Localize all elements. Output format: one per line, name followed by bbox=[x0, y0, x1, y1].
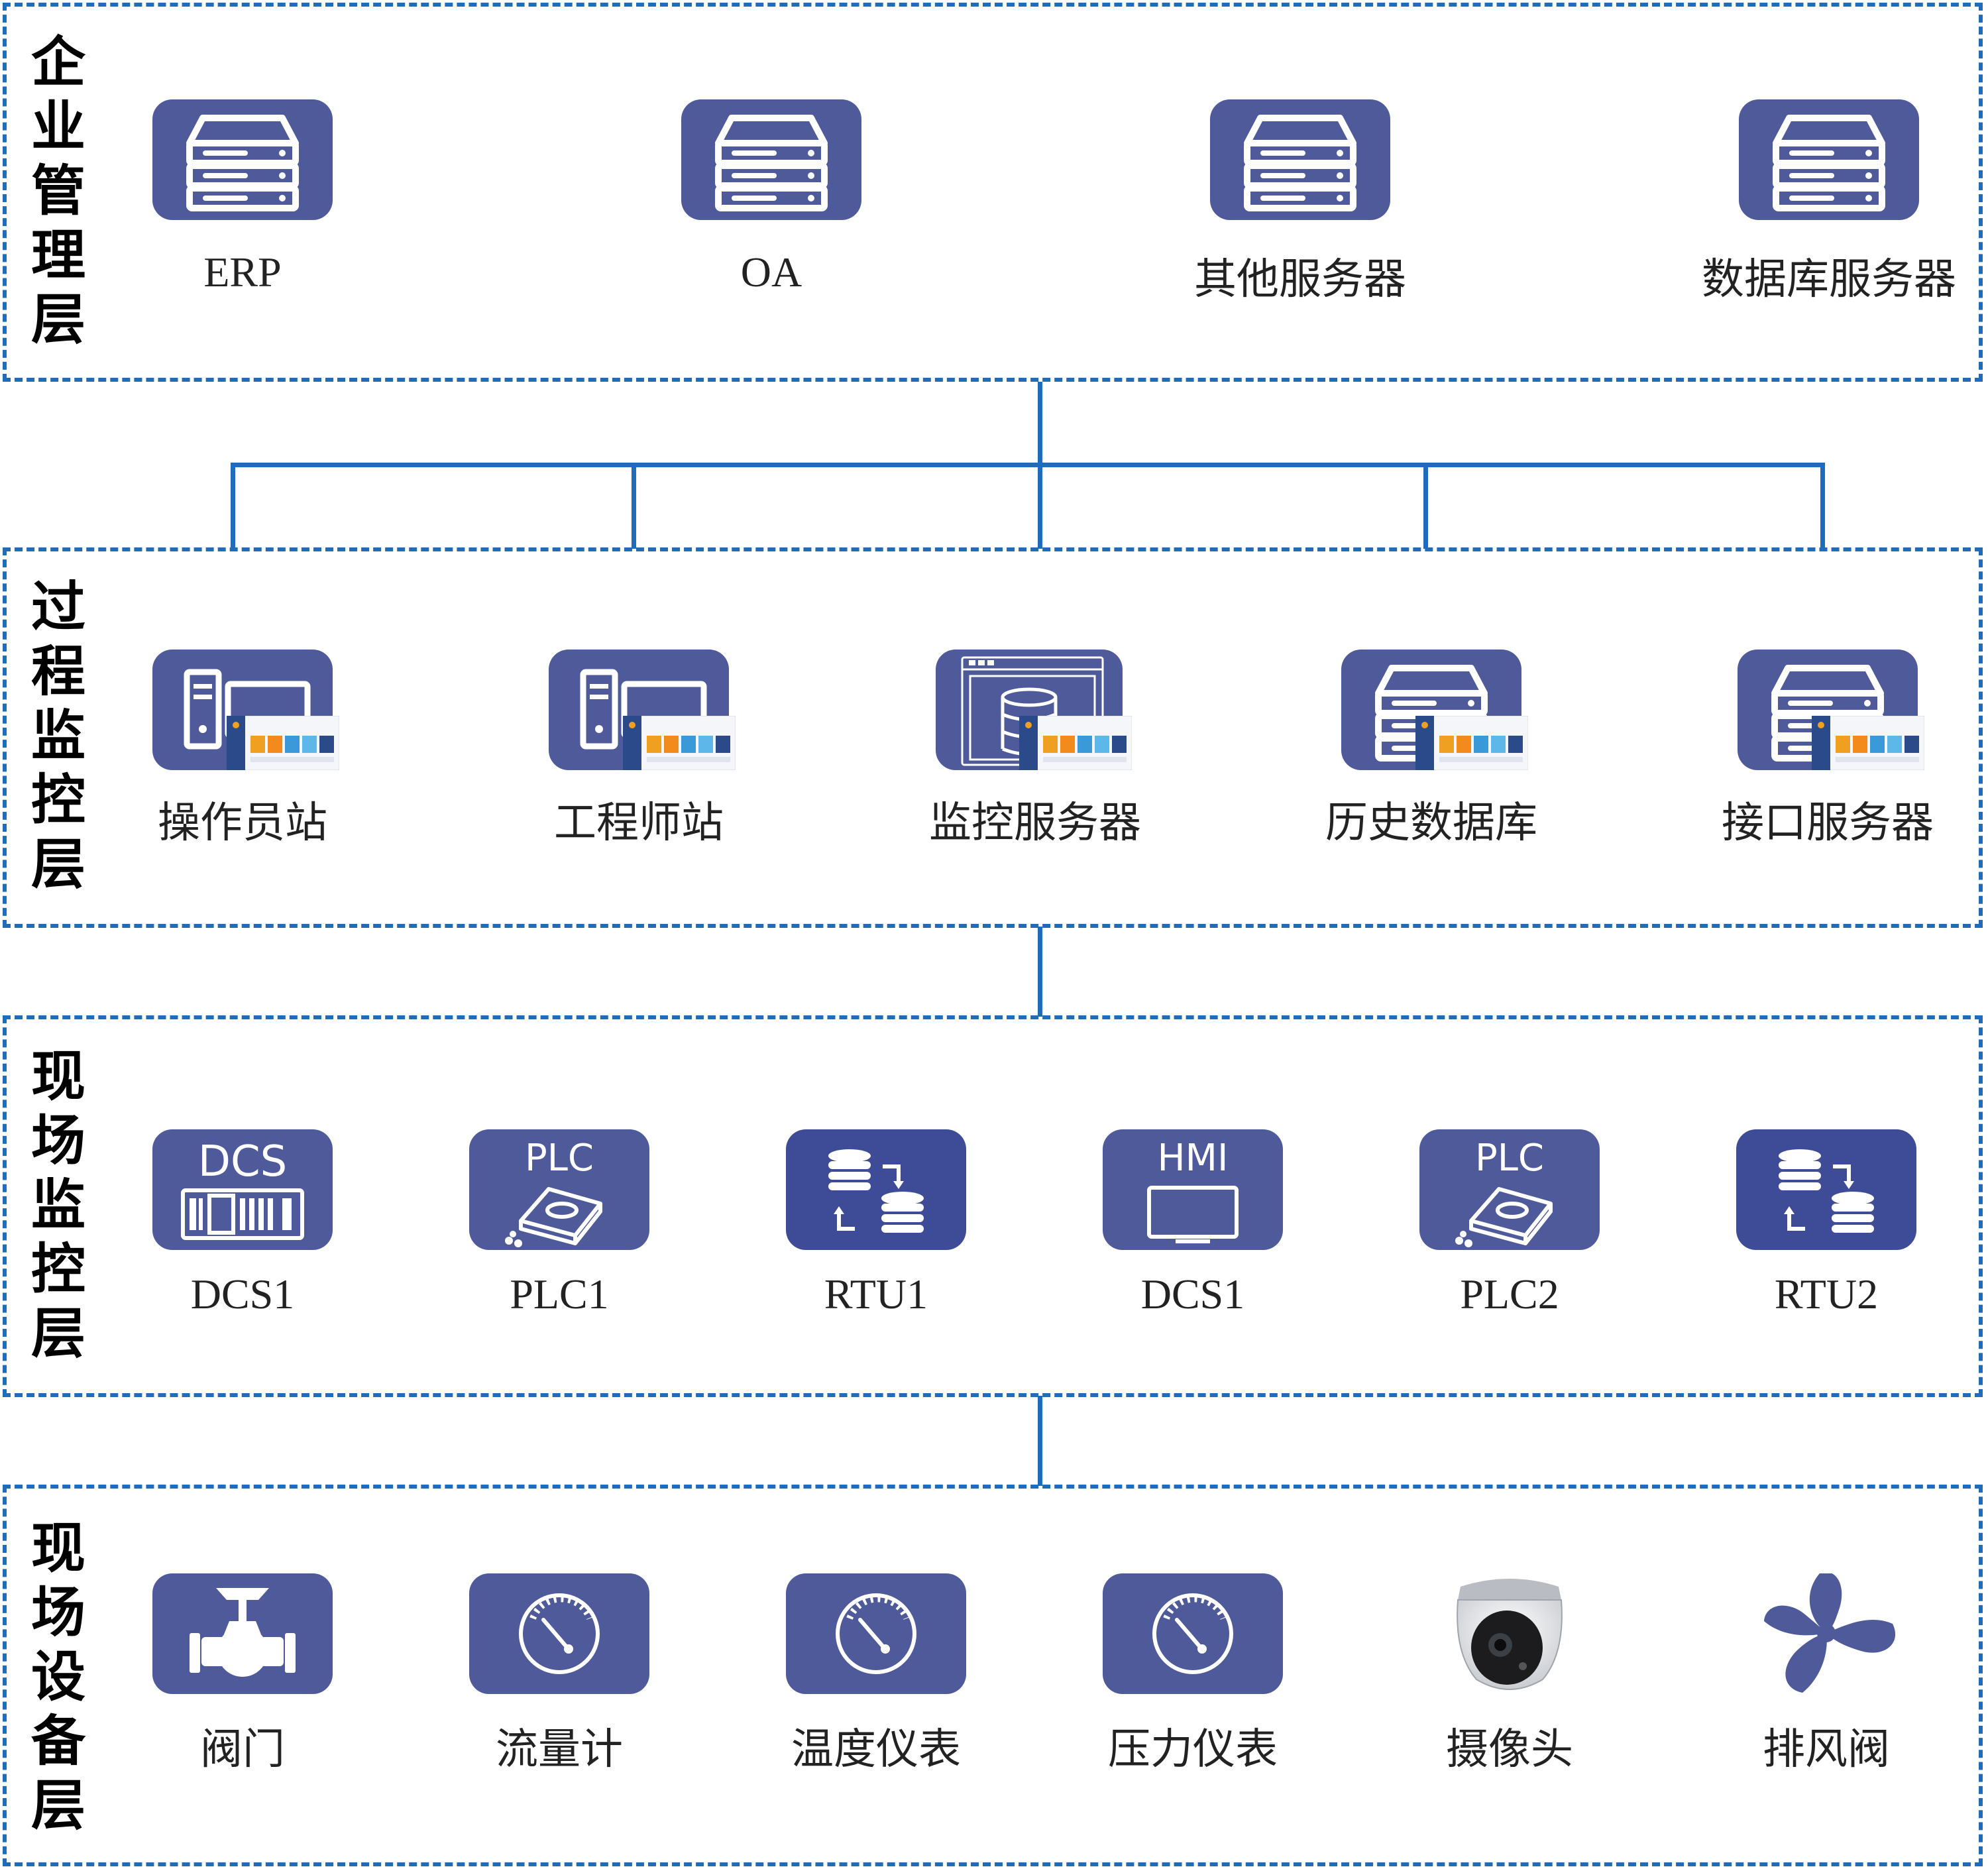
node-label: 历史数据库 bbox=[1325, 799, 1537, 848]
server-icon bbox=[1739, 99, 1919, 220]
connector-trunk bbox=[1038, 927, 1042, 1017]
connector-drop bbox=[231, 463, 235, 549]
dcs-icon: DCS bbox=[152, 1129, 333, 1250]
node-label: 数据库服务器 bbox=[1702, 255, 1956, 304]
connector-drop bbox=[632, 463, 636, 549]
enterprise-layer bbox=[3, 3, 1983, 382]
node-label: 摄像头 bbox=[1446, 1725, 1573, 1774]
title-char: 监 bbox=[30, 705, 85, 767]
plc-icon: PLC bbox=[469, 1129, 649, 1250]
node-label: 接口服务器 bbox=[1722, 799, 1934, 848]
title-char: 程 bbox=[30, 640, 85, 703]
node-label: 流量计 bbox=[496, 1725, 623, 1774]
field-monitor-layer bbox=[3, 1015, 1983, 1397]
title-char: 管 bbox=[30, 160, 85, 223]
process-layer bbox=[3, 547, 1983, 928]
gauge-icon bbox=[1103, 1573, 1283, 1694]
tile-text: HMI bbox=[1158, 1137, 1229, 1180]
node-label: RTU1 bbox=[824, 1271, 928, 1318]
tile-text: DCS bbox=[198, 1137, 288, 1186]
field-devices-layer-title: 现 场 设 备 层 bbox=[27, 1522, 90, 1833]
process-layer-title: 过 程 监 控 层 bbox=[27, 581, 90, 892]
title-char: 层 bbox=[30, 833, 85, 896]
node-label: 操作员站 bbox=[158, 799, 327, 848]
node-label: 工程师站 bbox=[554, 799, 724, 848]
title-char: 控 bbox=[30, 769, 85, 832]
node-label: ERP bbox=[203, 249, 282, 296]
dashboard-thumbnail-icon bbox=[1019, 715, 1132, 771]
fan-icon bbox=[1736, 1573, 1916, 1694]
node-label: PLC2 bbox=[1460, 1271, 1559, 1318]
field-monitor-layer-title: 现 场 监 控 层 bbox=[27, 1050, 90, 1361]
title-char: 理 bbox=[30, 224, 85, 287]
tile-text: PLC bbox=[1475, 1137, 1544, 1180]
node-label: 其他服务器 bbox=[1194, 255, 1406, 304]
dashboard-thumbnail-icon bbox=[1811, 715, 1925, 771]
node-label: DCS1 bbox=[190, 1271, 295, 1318]
gauge-icon bbox=[469, 1573, 649, 1694]
title-char: 过 bbox=[30, 576, 85, 639]
node-label: 温度仪表 bbox=[791, 1725, 961, 1774]
title-char: 监 bbox=[30, 1174, 85, 1237]
node-label: OA bbox=[740, 249, 802, 296]
node-label: DCS1 bbox=[1140, 1271, 1245, 1318]
title-char: 场 bbox=[30, 1581, 85, 1644]
title-char: 企 bbox=[30, 31, 85, 94]
node-label: 监控服务器 bbox=[929, 799, 1141, 848]
connector-drop bbox=[1820, 463, 1825, 549]
plc-icon: PLC bbox=[1419, 1129, 1600, 1250]
tile-text: PLC bbox=[525, 1137, 594, 1180]
server-icon bbox=[1210, 99, 1390, 220]
gauge-icon bbox=[786, 1573, 966, 1694]
node-label: 排风阀 bbox=[1763, 1725, 1890, 1774]
node-label: RTU2 bbox=[1774, 1271, 1879, 1318]
title-char: 控 bbox=[30, 1238, 85, 1301]
enterprise-layer-title: 企 业 管 理 层 bbox=[27, 36, 90, 347]
title-char: 现 bbox=[30, 1045, 85, 1108]
rtu-icon bbox=[1736, 1129, 1916, 1250]
title-char: 场 bbox=[30, 1109, 85, 1172]
node-label: 阀门 bbox=[200, 1725, 285, 1774]
dashboard-thumbnail-icon bbox=[226, 715, 340, 771]
server-icon bbox=[681, 99, 861, 220]
hmi-icon: HMI bbox=[1103, 1129, 1283, 1250]
title-char: 备 bbox=[30, 1710, 85, 1773]
title-char: 设 bbox=[30, 1646, 85, 1709]
dashboard-thumbnail-icon bbox=[622, 715, 736, 771]
node-label: PLC1 bbox=[510, 1271, 609, 1318]
title-char: 现 bbox=[30, 1517, 85, 1580]
title-char: 层 bbox=[30, 288, 85, 351]
node-label: 压力仪表 bbox=[1108, 1725, 1278, 1774]
server-icon bbox=[152, 99, 333, 220]
title-char: 层 bbox=[30, 1302, 85, 1365]
connector-trunk bbox=[1038, 1396, 1042, 1486]
rtu-icon bbox=[786, 1129, 966, 1250]
title-char: 业 bbox=[30, 95, 85, 158]
connector-drop bbox=[1423, 463, 1428, 549]
camera-icon bbox=[1419, 1573, 1600, 1694]
title-char: 层 bbox=[30, 1774, 85, 1837]
field-devices-layer bbox=[3, 1485, 1983, 1866]
dashboard-thumbnail-icon bbox=[1415, 715, 1529, 771]
connector-bus bbox=[231, 463, 1825, 467]
valve-icon bbox=[152, 1573, 333, 1694]
